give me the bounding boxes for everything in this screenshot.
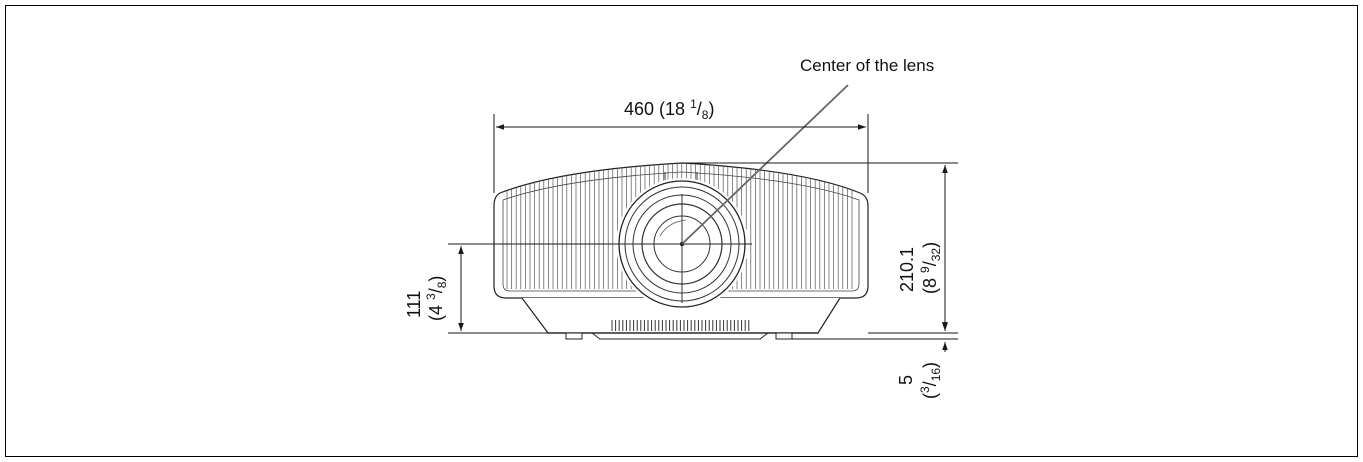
foot-left <box>565 332 583 340</box>
lens-center-label: Center of the lens <box>800 56 934 75</box>
height-label-inch: (8 9/32) <box>918 242 943 294</box>
width-dimension: 460 (18 1/8) <box>493 97 869 193</box>
lens-height-label-mm: 111 <box>404 291 424 318</box>
lens-height-label-inch: (4 3/8) <box>424 276 449 321</box>
foot-label-mm: 5 <box>896 375 916 385</box>
foot-dimension: 5 (3/16) <box>792 320 958 399</box>
foot-right <box>775 332 793 340</box>
width-label: 460 (18 1/8) <box>624 97 714 122</box>
lens-callout-leader <box>681 84 849 245</box>
projector-base <box>521 297 841 340</box>
lens-height-dimension: 111 (4 3/8) <box>404 243 612 334</box>
height-dimension: 210.1 (8 9/32) <box>682 162 958 334</box>
diagram-frame <box>5 5 1358 457</box>
bottom-vent-grille <box>611 320 750 331</box>
foot-label-inch: (3/16) <box>918 362 943 399</box>
height-label-mm: 210.1 <box>897 247 917 292</box>
